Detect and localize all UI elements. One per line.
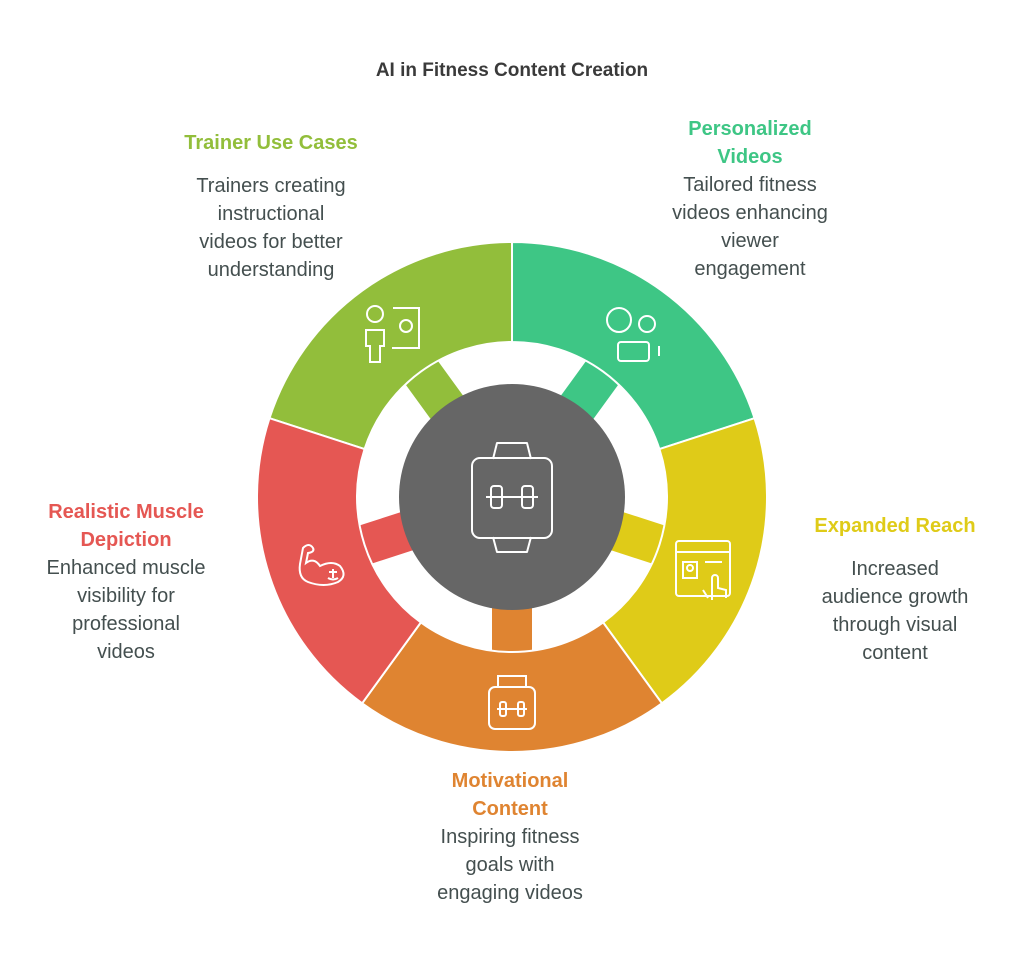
segment-arc [256,416,423,705]
smartwatch-dumbbell-icon [471,442,553,553]
segment-title: Content [472,798,548,820]
segment-desc: Tailored fitness [683,174,817,196]
segment-arc [511,240,756,451]
segment-desc: Inspiring fitness [440,826,580,848]
video-camera-icon [606,307,660,362]
diagram-title: AI in Fitness Content Creation [375,60,649,81]
segment-title: Videos [717,146,783,168]
trainer-whiteboard-icon [365,305,420,363]
segment-desc: videos [97,641,155,663]
segment-desc: instructional [217,203,325,225]
segment-desc: videos for better [199,231,343,253]
segment-trainer-text: Trainer Use Cases Trainers creating inst… [141,129,401,284]
segment-title: Depiction [80,529,172,551]
segment-title: Motivational [451,770,569,792]
segment-title: Personalized [688,118,812,140]
segment-title: Trainer Use Cases [184,132,358,154]
web-profile-touch-icon [675,540,731,600]
segment-desc: through visual [832,614,958,636]
segment-title: Expanded Reach [814,515,976,537]
segment-desc: engaging videos [437,882,583,904]
segment-reach-text: Expanded Reach Increased audience growth… [765,512,1024,667]
segment-arc [268,240,513,451]
segment-desc: goals with [465,854,555,876]
segment-arc [601,416,768,705]
segment-motivational-text: Motivational Content Inspiring fitness g… [380,767,640,907]
segment-desc: professional [72,613,180,635]
segment-muscle-text: Realistic Muscle Depiction Enhanced musc… [0,498,256,666]
segment-desc: engagement [694,258,806,280]
segment-desc: Increased [851,558,939,580]
segment-desc: understanding [207,259,335,281]
segment-desc: Enhanced muscle [46,557,206,579]
segment-desc: visibility for [77,585,175,607]
segment-desc: audience growth [821,586,969,608]
segment-personalized-text: Personalized Videos Tailored fitness vid… [620,115,880,283]
segment-desc: Trainers creating [196,175,346,197]
flexed-arm-icon [298,544,345,586]
segment-desc: videos enhancing [672,202,828,224]
segment-title: Realistic Muscle [48,501,204,523]
supplement-jar-icon [488,675,536,730]
segment-desc: content [862,642,928,664]
segment-desc: viewer [721,230,779,252]
